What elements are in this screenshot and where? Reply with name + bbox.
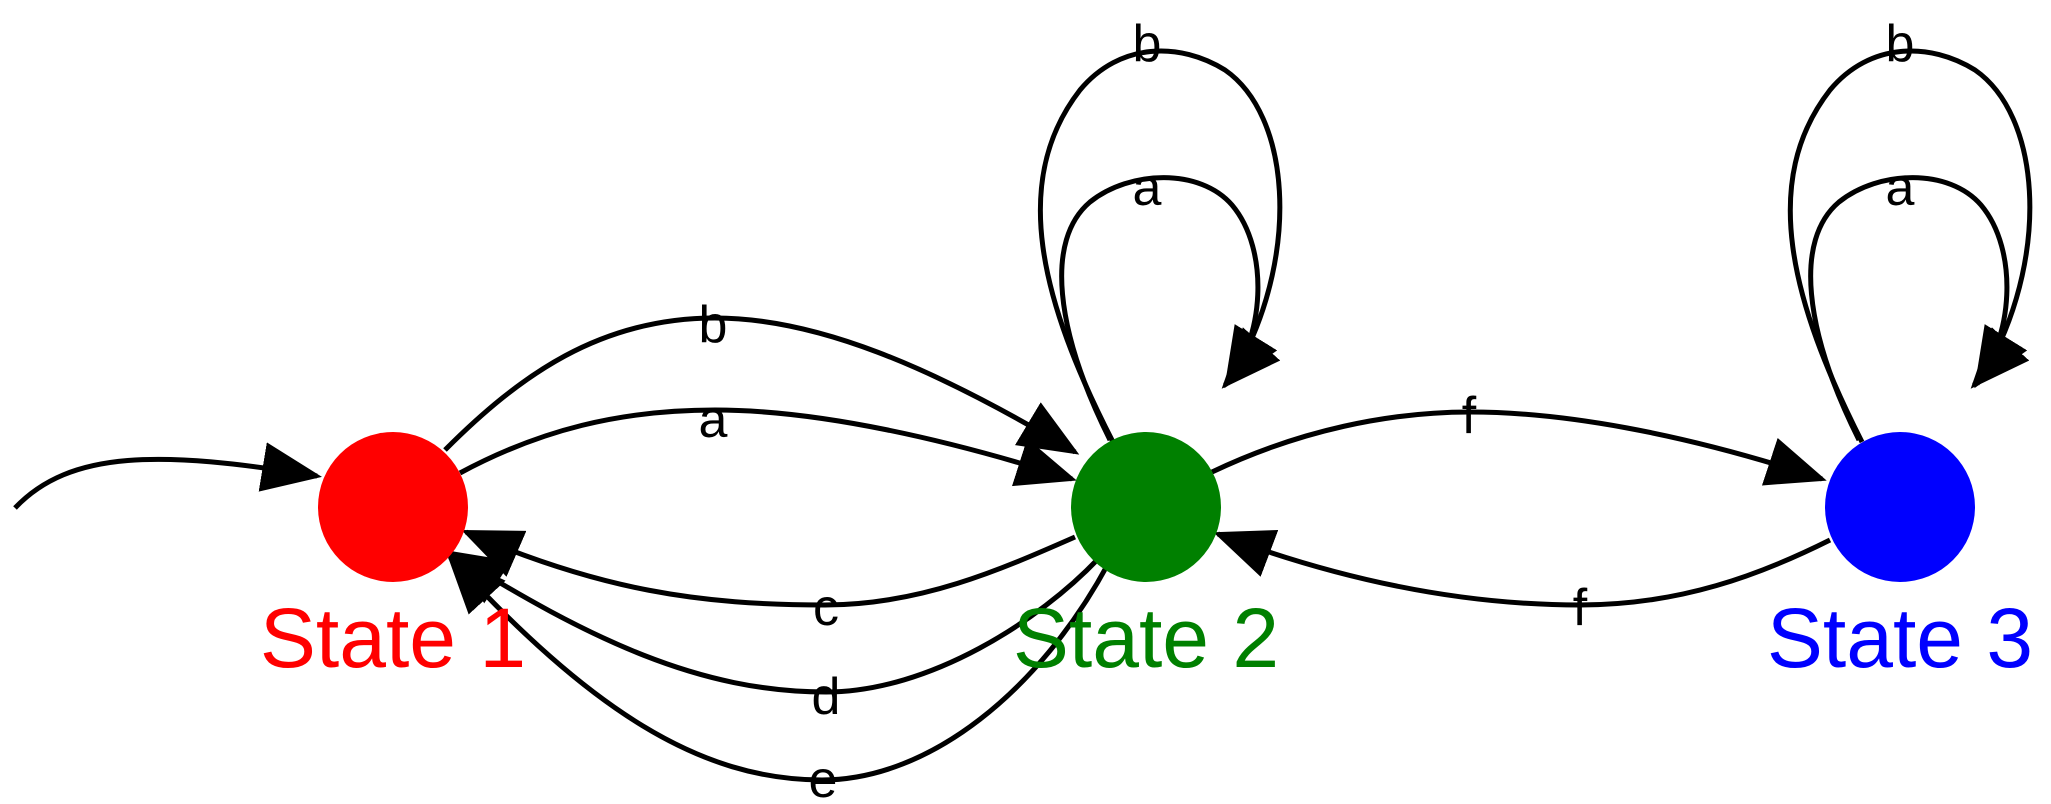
edge-s3-s3-b	[1787, 48, 2033, 444]
edge-s2-s2-a	[1059, 175, 1281, 442]
edge-s1-s2-a	[458, 407, 1077, 487]
edge-s2-s3-f	[1210, 409, 1827, 486]
state-node-1[interactable]	[318, 432, 468, 582]
edge-label-s2-s1-c: c	[813, 579, 839, 637]
edge-s3-s2-f	[1213, 530, 1832, 608]
edge-s2-s1-c	[461, 529, 1077, 608]
edge-label-s3-s3-a: a	[1886, 159, 1915, 217]
edge-label-s2-s2-a: a	[1133, 159, 1162, 217]
state-label-2: State 2	[1013, 591, 1279, 685]
edge-label-s3-s3-b: b	[1886, 15, 1915, 73]
edge-s2-s2-b	[1037, 48, 1283, 444]
initial-arrow	[13, 442, 322, 510]
edge-label-s2-s2-b: b	[1133, 15, 1162, 73]
state-node-2[interactable]	[1071, 432, 1221, 582]
state-label-3: State 3	[1767, 591, 2033, 685]
edge-s1-s2-b	[443, 315, 1080, 455]
edge-label-s1-s2-a: a	[699, 391, 728, 449]
edge-s2-s1-d	[446, 550, 1100, 695]
state-label-1: State 1	[260, 591, 526, 685]
edge-label-s2-s1-e: e	[809, 751, 838, 804]
edge-label-s1-s2-b: b	[699, 296, 728, 354]
state-node-3[interactable]	[1825, 432, 1975, 582]
edge-label-s2-s3-f: f	[1462, 387, 1477, 445]
edge-s2-s1-e	[446, 553, 1111, 783]
edge-s3-s3-a	[1808, 175, 2030, 442]
edge-label-s2-s1-d: d	[812, 668, 841, 726]
edge-label-s3-s2-f: f	[1573, 579, 1588, 637]
